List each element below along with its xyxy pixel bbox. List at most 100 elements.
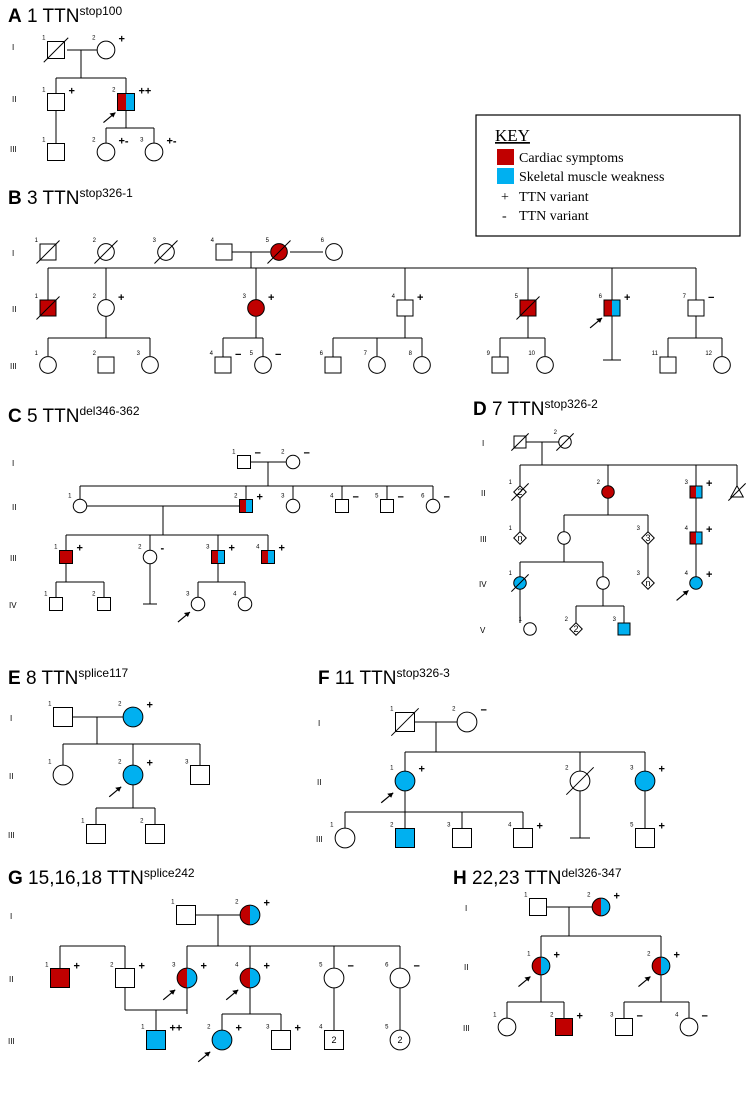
- individual-number: 1: [81, 819, 85, 825]
- individual-number: 6: [385, 963, 389, 969]
- individual-number: 9: [487, 351, 491, 357]
- genotype-sign: +-: [167, 136, 177, 148]
- individual-c-iii-1: [59, 550, 73, 564]
- individual-number: 4: [508, 823, 512, 829]
- individual-number: 3: [172, 963, 176, 969]
- panel-title-e: E 8 TTNsplice117: [8, 666, 129, 689]
- individual-number: 2: [550, 1013, 554, 1019]
- individual-g-iii-2: [197, 1029, 233, 1063]
- individual-a-i-1: [43, 37, 69, 63]
- legend-symbol-plus: +: [501, 190, 509, 205]
- individual-number: 5: [266, 238, 270, 244]
- generation-label: V: [480, 626, 486, 635]
- individual-e-i-1: [53, 707, 73, 727]
- individual-number: 4: [256, 545, 260, 551]
- individual-number: 5: [515, 294, 519, 300]
- individual-d-ii-4: [728, 483, 746, 501]
- generation-label: II: [12, 95, 16, 104]
- individual-d-i-1: [511, 433, 529, 451]
- genotype-sign: +-: [119, 136, 129, 148]
- count-label: 2: [331, 1035, 336, 1045]
- individual-number: 6: [321, 238, 325, 244]
- panel-title-d: D 7 TTNstop326-2: [473, 397, 598, 420]
- individual-number: 11: [652, 351, 659, 357]
- individual-number: 4: [319, 1025, 323, 1031]
- genotype-sign: −: [414, 961, 420, 973]
- individual-b-iii-10: [536, 356, 554, 374]
- individual-b-iii-9: [491, 356, 509, 374]
- individual-b-ii-5: [516, 296, 540, 320]
- individual-number: 2: [597, 480, 601, 486]
- individual-b-i-2: [94, 240, 118, 264]
- individual-number: 1: [390, 766, 394, 772]
- individual-c-ii-4: [335, 499, 349, 513]
- generation-label: III: [10, 554, 17, 563]
- individual-h-iii-2: [555, 1018, 573, 1036]
- individual-d-ii-3: [689, 485, 703, 499]
- panel-title-g: G 15,16,18 TTNsplice242: [8, 866, 195, 889]
- individual-number: 1: [527, 952, 531, 958]
- individual-e-ii-3: [190, 765, 210, 785]
- legend-label-cardiac: Cardiac symptoms: [519, 151, 624, 166]
- individual-number: 1: [509, 571, 513, 577]
- individual-b-ii-1: [36, 296, 60, 320]
- individual-number: 2: [235, 900, 239, 906]
- individual-number: 6: [421, 494, 425, 500]
- generation-label: I: [12, 249, 14, 258]
- individual-number: 3: [206, 545, 210, 551]
- pedigree-lines: [47, 49, 738, 1030]
- individual-b-iii-12: [713, 356, 731, 374]
- individual-f-i-1: [390, 707, 420, 737]
- individual-b-i-6: [325, 243, 343, 261]
- genotype-sign: −: [702, 1011, 708, 1023]
- individual-c-iv-2: [97, 597, 111, 611]
- genotype-sign: +: [624, 292, 630, 304]
- individual-number: 12: [705, 351, 712, 357]
- individual-c-ii-3: [285, 498, 301, 514]
- individual-number: 8: [409, 351, 413, 357]
- individual-number: 3: [447, 823, 451, 829]
- genotype-sign: +: [577, 1011, 583, 1023]
- individual-b-i-1: [36, 240, 60, 264]
- individual-d-iii-4: [689, 531, 703, 545]
- genotype-sign: +: [554, 950, 560, 962]
- legend-box: KEY Cardiac symptoms Skeletal muscle wea…: [475, 114, 741, 237]
- individual-number: 1: [519, 617, 523, 623]
- genotype-sign: +: [674, 950, 680, 962]
- individual-c-iii-3: [211, 550, 225, 564]
- individual-number: 3: [281, 494, 285, 500]
- individual-number: 1: [524, 893, 528, 899]
- individual-a-iii-1: [47, 143, 65, 161]
- individual-a-ii-2: [103, 93, 135, 124]
- individual-f-iii-3: [452, 828, 472, 848]
- individual-f-iii-2: [395, 828, 415, 848]
- individual-number: 1: [390, 707, 394, 713]
- individual-number: 1: [42, 88, 46, 94]
- legend-title: KEY: [495, 126, 530, 145]
- individual-f-iii-5: [635, 828, 655, 848]
- individual-d-i-2: [556, 433, 574, 451]
- individual-b-iii-6: [324, 356, 342, 374]
- genotype-sign: +: [119, 34, 125, 46]
- individual-e-iii-1: [86, 824, 106, 844]
- generation-label: IV: [9, 601, 17, 610]
- generation-label: II: [12, 305, 16, 314]
- legend-label-plus: TTN variant: [519, 190, 589, 205]
- genotype-sign: −: [348, 961, 354, 973]
- individual-f-ii-1: [380, 770, 416, 804]
- individual-d-iv-4: [676, 576, 703, 601]
- individual-number: 3: [637, 571, 641, 577]
- genotype-sign: −: [235, 349, 241, 361]
- individual-number: 1: [35, 351, 39, 357]
- genotype-sign: +: [706, 478, 712, 490]
- genotype-sign: +: [417, 292, 423, 304]
- panel-title-h: H 22,23 TTNdel326-347: [453, 866, 622, 889]
- individual-number: 2: [234, 494, 238, 500]
- individual-number: 5: [319, 963, 323, 969]
- genotype-sign: +: [264, 898, 270, 910]
- individual-b-iii-8: [413, 356, 431, 374]
- individual-number: 2: [93, 351, 97, 357]
- individual-number: 4: [210, 351, 214, 357]
- individual-g-i-2: [239, 904, 261, 926]
- individual-number: 1: [42, 36, 46, 42]
